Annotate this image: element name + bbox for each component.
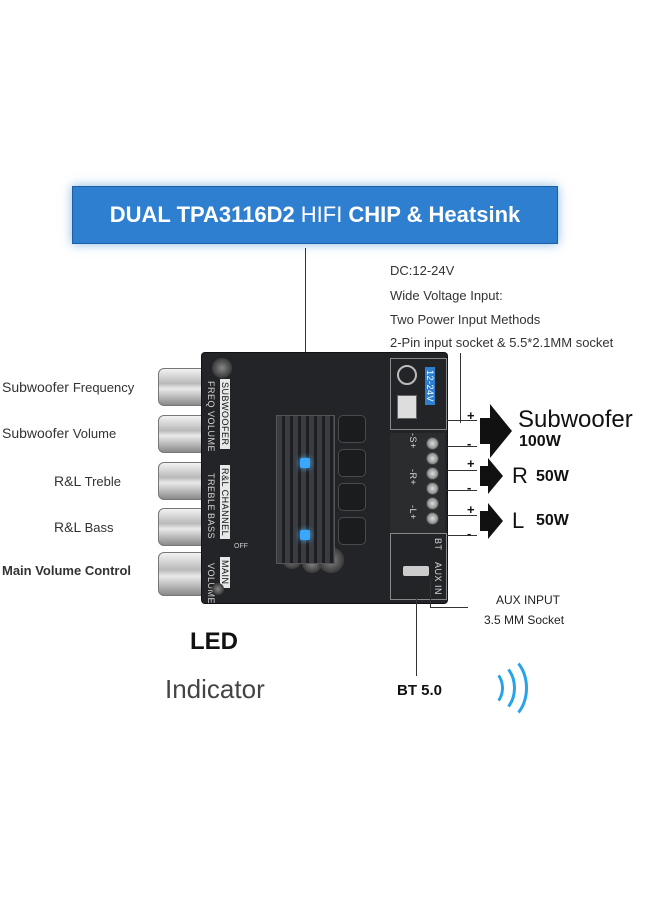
label-rl-bass: R&L Bass	[54, 519, 114, 535]
label-rl-treble: R&L Treble	[54, 473, 121, 489]
banner-hifi: HIFI	[300, 202, 343, 227]
led-label: LED	[190, 628, 238, 655]
board-label-subwoofer: SUBWOOFER	[220, 379, 230, 449]
banner-chip: CHIP &	[348, 202, 423, 227]
aux-socket[interactable]	[403, 566, 429, 576]
dc-jack-icon	[397, 365, 417, 385]
board-label-aux: AUX IN	[433, 562, 443, 596]
l-minus: -	[467, 526, 472, 541]
label-subwoofer-frequency: Subwoofer Frequency	[2, 379, 135, 395]
bt-label: BT 5.0	[397, 682, 443, 699]
spec-wide-voltage: Wide Voltage Input:	[390, 288, 503, 303]
spec-socket: 2-Pin input socket & 5.5*2.1MM socket	[390, 335, 614, 350]
l-plus: +	[467, 502, 475, 517]
heatsink	[276, 415, 335, 564]
led-indicator-label: Indicator	[165, 674, 265, 704]
speaker-cone-r	[488, 458, 503, 494]
terminal-label-sub: -S+	[408, 433, 418, 449]
terminal-label-r: -R+	[408, 469, 418, 486]
mount-hole	[212, 358, 232, 378]
label-subwoofer-volume: Subwoofer Volume	[2, 425, 117, 441]
terminal-label-l: -L+	[408, 505, 418, 520]
board-label-bt: BT	[433, 538, 443, 551]
speaker-icon-r	[480, 466, 488, 486]
board-button[interactable]	[338, 517, 366, 545]
board-label-freq: FREQ	[206, 381, 216, 409]
speaker-cone-subwoofer	[490, 404, 512, 458]
output-subwoofer-watt: 100W	[519, 433, 561, 450]
dc-voltage-label: 12-24V	[425, 367, 435, 406]
board-label-treble: TREBLE	[206, 473, 216, 512]
board-label-main: MAIN	[220, 557, 230, 588]
output-l: L	[512, 508, 525, 533]
spec-dc: DC:12-24V	[390, 263, 455, 278]
banner-chip-name: DUAL TPA3116D2	[109, 202, 295, 227]
board-label-volume: VOLUME	[206, 411, 216, 453]
spec-pointer-line	[460, 353, 461, 423]
output-r-watt: 50W	[536, 468, 569, 485]
speaker-terminal-block: -S+ -R+ -L+	[390, 433, 445, 533]
board-button[interactable]	[338, 415, 366, 443]
board-button[interactable]	[338, 483, 366, 511]
led-indicator	[300, 458, 310, 468]
board-button[interactable]	[338, 449, 366, 477]
aux-input-label: AUX INPUT	[496, 593, 561, 607]
r-minus: -	[467, 480, 472, 495]
dc-input-area: 12-24V	[390, 358, 447, 430]
aux-socket-label: 3.5 MM Socket	[484, 613, 565, 627]
banner-heatsink: Heatsink	[428, 202, 521, 227]
speaker-icon-subwoofer	[480, 418, 490, 444]
output-r: R	[512, 463, 528, 488]
board-label-bass: BASS	[206, 513, 216, 540]
output-subwoofer: Subwoofer	[518, 406, 633, 433]
bt-aux-area: BT AUX IN	[390, 533, 447, 600]
board-label-rl-channel: R&L CHANNEL	[220, 465, 230, 540]
r-plus: +	[467, 456, 475, 471]
wifi-wave-icon	[478, 654, 528, 722]
mount-hole	[212, 583, 224, 595]
board-label-off: OFF	[234, 543, 248, 550]
spec-two-methods: Two Power Input Methods	[390, 312, 541, 327]
led-indicator	[300, 530, 310, 540]
sub-plus: +	[467, 408, 475, 423]
label-main-volume: Main Volume Control	[2, 563, 132, 578]
speaker-icon-l	[480, 511, 488, 531]
speaker-cone-l	[488, 503, 503, 539]
sub-minus: -	[467, 436, 472, 451]
output-l-watt: 50W	[536, 512, 569, 529]
title-banner: DUAL TPA3116D2 HIFI CHIP & Heatsink	[72, 186, 558, 244]
dc-2pin-socket	[397, 395, 417, 419]
